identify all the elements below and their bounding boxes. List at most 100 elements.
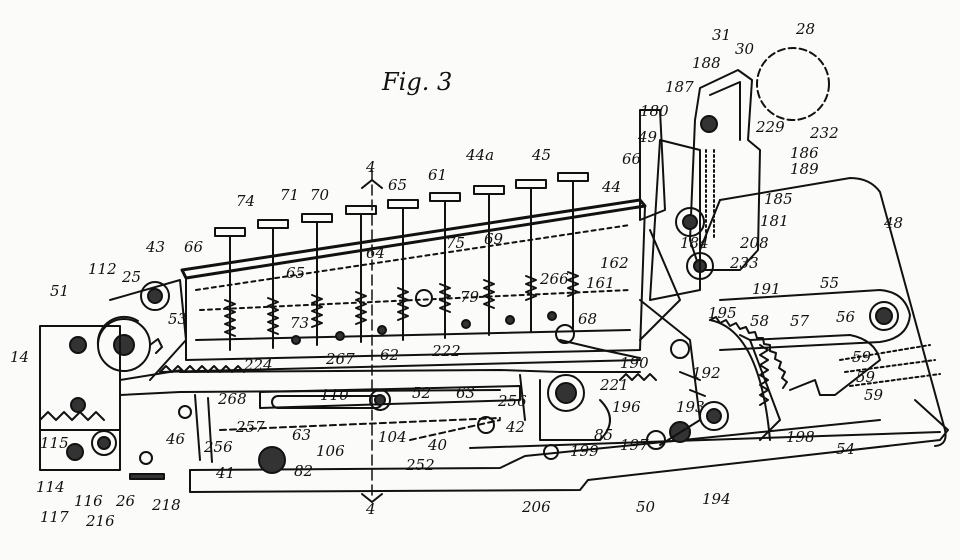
- ref-31: 31: [712, 26, 732, 44]
- figure-title: Fig. 3: [382, 68, 453, 96]
- ref-71: 71: [280, 186, 300, 204]
- ref-54: 54: [836, 440, 856, 458]
- ref-198: 198: [786, 428, 815, 446]
- ref-41: 41: [216, 464, 236, 482]
- ref-70: 70: [310, 186, 330, 204]
- ref-232: 232: [810, 124, 839, 142]
- ref-208: 208: [740, 234, 769, 252]
- ref-63-a: 63: [456, 384, 476, 402]
- ref-44: 44: [602, 178, 622, 196]
- gear-sector-195: [619, 229, 788, 450]
- ref-25: 25: [122, 268, 142, 286]
- ref-229: 229: [756, 118, 785, 136]
- ref-85: 85: [594, 426, 614, 444]
- ref-46: 46: [166, 430, 186, 448]
- ref-64: 64: [366, 244, 386, 262]
- key-stems: [214, 172, 589, 351]
- ref-106: 106: [316, 442, 345, 460]
- ref-30: 30: [735, 40, 755, 58]
- ref-188: 188: [692, 54, 721, 72]
- ref-162: 162: [600, 254, 629, 272]
- left-mechanism: [39, 279, 213, 480]
- ref-65-lower: 65: [286, 264, 306, 282]
- ref-63-b: 63: [292, 426, 312, 444]
- rack-bar-62: [159, 324, 641, 373]
- ref-45: 45: [532, 146, 552, 164]
- ref-186: 186: [790, 144, 819, 162]
- ref-233: 233: [730, 254, 759, 272]
- ref-14: 14: [10, 348, 30, 366]
- ref-216: 216: [86, 512, 115, 530]
- ref-195: 195: [708, 304, 737, 322]
- section-line-4: [361, 169, 383, 503]
- ref-191: 191: [752, 280, 781, 298]
- slide-bar-106: [219, 385, 521, 474]
- ref-115: 115: [40, 434, 69, 452]
- ref-110: 110: [320, 386, 349, 404]
- ref-56: 56: [836, 308, 856, 326]
- ref-28: 28: [796, 20, 816, 38]
- ref-194: 194: [702, 490, 731, 508]
- ref-189: 189: [790, 160, 819, 178]
- ref-192: 192: [692, 364, 721, 382]
- ref-117: 117: [40, 508, 69, 526]
- ref-222: 222: [432, 342, 461, 360]
- ref-104: 104: [378, 428, 407, 446]
- ref-40: 40: [428, 436, 448, 454]
- ref-59-c: 59: [864, 386, 884, 404]
- ref-193: 193: [676, 398, 705, 416]
- ref-58: 58: [750, 312, 770, 330]
- lever-assembly-85: [477, 374, 611, 460]
- ref-59-a: 59: [852, 348, 872, 366]
- ref-53: 53: [168, 310, 188, 328]
- ref-82: 82: [294, 462, 314, 480]
- ref-181: 181: [760, 212, 789, 230]
- ref-266: 266: [540, 270, 569, 288]
- ref-184: 184: [680, 234, 709, 252]
- ref-26: 26: [116, 492, 136, 510]
- side-plate-48: [699, 177, 947, 447]
- ref-66-left: 66: [184, 238, 204, 256]
- ref-257: 257: [236, 418, 265, 436]
- ref-197: 197: [620, 436, 649, 454]
- ref-221: 221: [600, 376, 629, 394]
- ref-59-b: 59: [856, 368, 876, 386]
- ref-199: 199: [570, 442, 599, 460]
- ref-180: 180: [640, 102, 669, 120]
- ref-62: 62: [380, 346, 400, 364]
- ref-252: 252: [406, 456, 435, 474]
- ref-187: 187: [665, 78, 694, 96]
- ref-268: 268: [218, 390, 247, 408]
- carriage-column: [639, 69, 761, 301]
- ref-267: 267: [326, 350, 355, 368]
- ref-55: 55: [820, 274, 840, 292]
- ref-57: 57: [790, 312, 810, 330]
- ref-68: 68: [578, 310, 598, 328]
- ref-190: 190: [620, 354, 649, 372]
- ref-256-b: 256: [204, 438, 233, 456]
- ref-218: 218: [152, 496, 181, 514]
- ref-44a: 44a: [466, 146, 495, 164]
- section-marker-bottom: 4: [366, 500, 376, 518]
- ref-185: 185: [764, 190, 793, 208]
- ref-52: 52: [412, 384, 432, 402]
- ref-42: 42: [506, 418, 526, 436]
- ref-73: 73: [290, 314, 310, 332]
- ref-49: 49: [638, 128, 658, 146]
- ref-256-a: 256: [498, 392, 527, 410]
- ref-206: 206: [522, 498, 551, 516]
- ref-224: 224: [244, 356, 273, 374]
- section-marker-top: 4: [366, 158, 376, 176]
- ref-116: 116: [74, 492, 103, 510]
- ref-66-upper: 66: [622, 150, 642, 168]
- ref-43: 43: [146, 238, 166, 256]
- ref-161: 161: [586, 274, 615, 292]
- ref-61: 61: [428, 166, 448, 184]
- ref-74: 74: [236, 192, 256, 210]
- ref-196: 196: [612, 398, 641, 416]
- ref-79: 79: [460, 288, 480, 306]
- ref-75: 75: [446, 234, 466, 252]
- keyboard-deck: [180, 198, 647, 361]
